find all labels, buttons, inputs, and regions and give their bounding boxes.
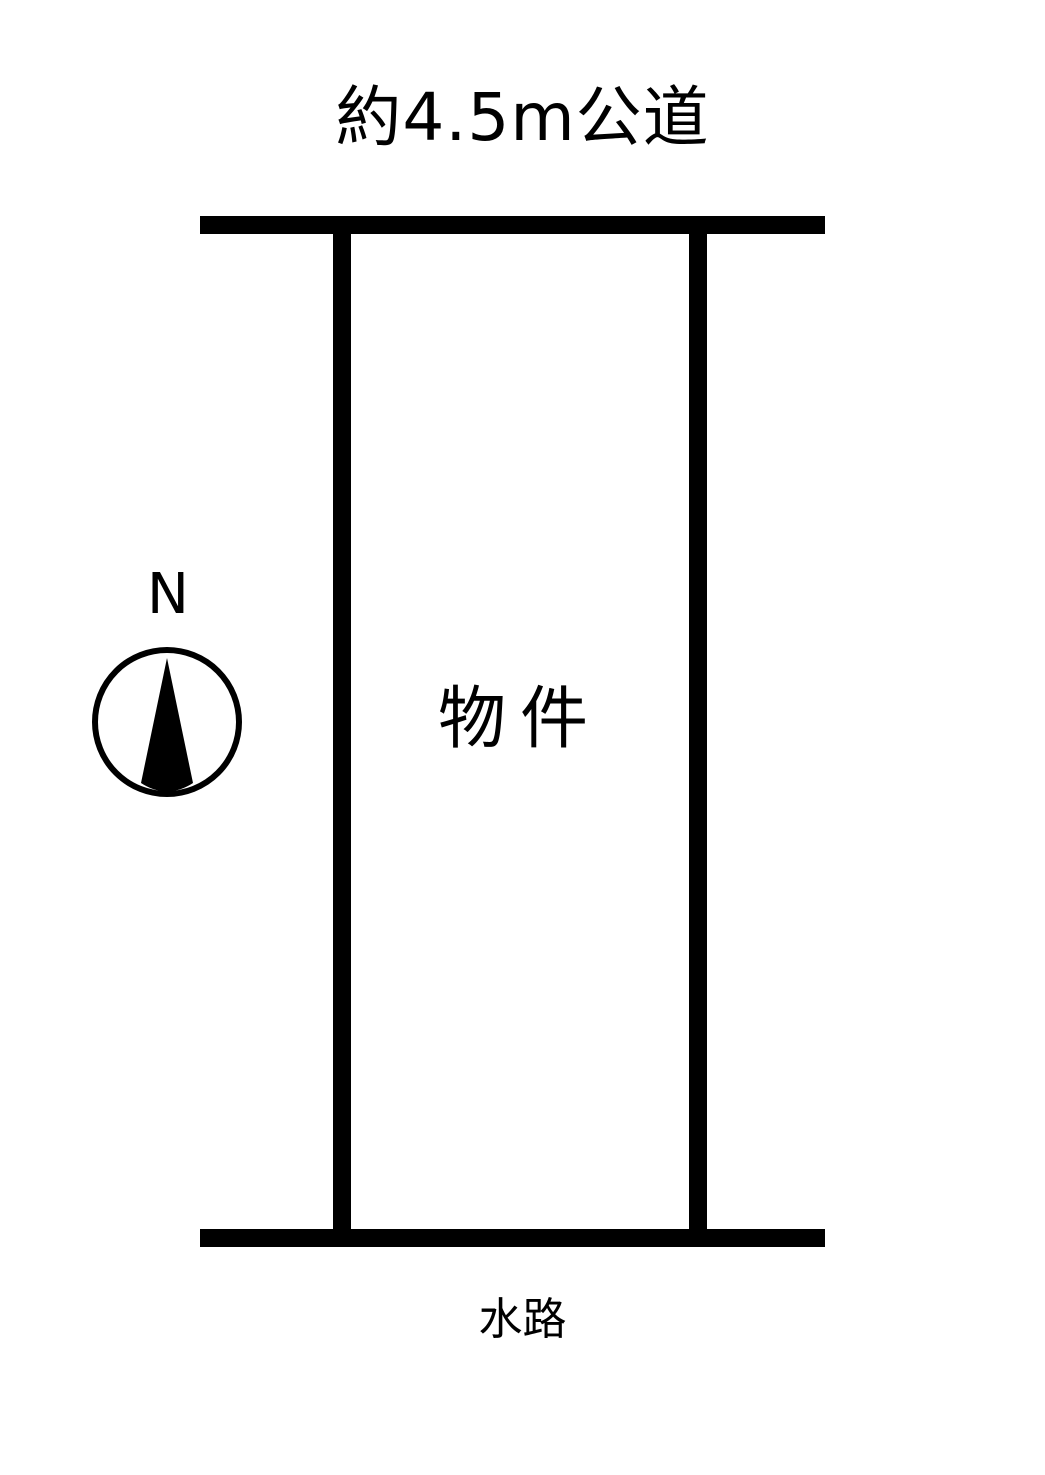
north-label: N [147, 562, 189, 627]
waterway-boundary-line [200, 1229, 825, 1247]
property-label: 物件 [437, 680, 602, 759]
property-left-boundary [333, 232, 351, 1230]
road-boundary-line [200, 216, 825, 234]
road-label: 約4.5m公道 [335, 79, 710, 156]
property-right-boundary [689, 232, 707, 1230]
north-arrow-icon [92, 647, 242, 797]
waterway-label: 水路 [478, 1294, 567, 1345]
